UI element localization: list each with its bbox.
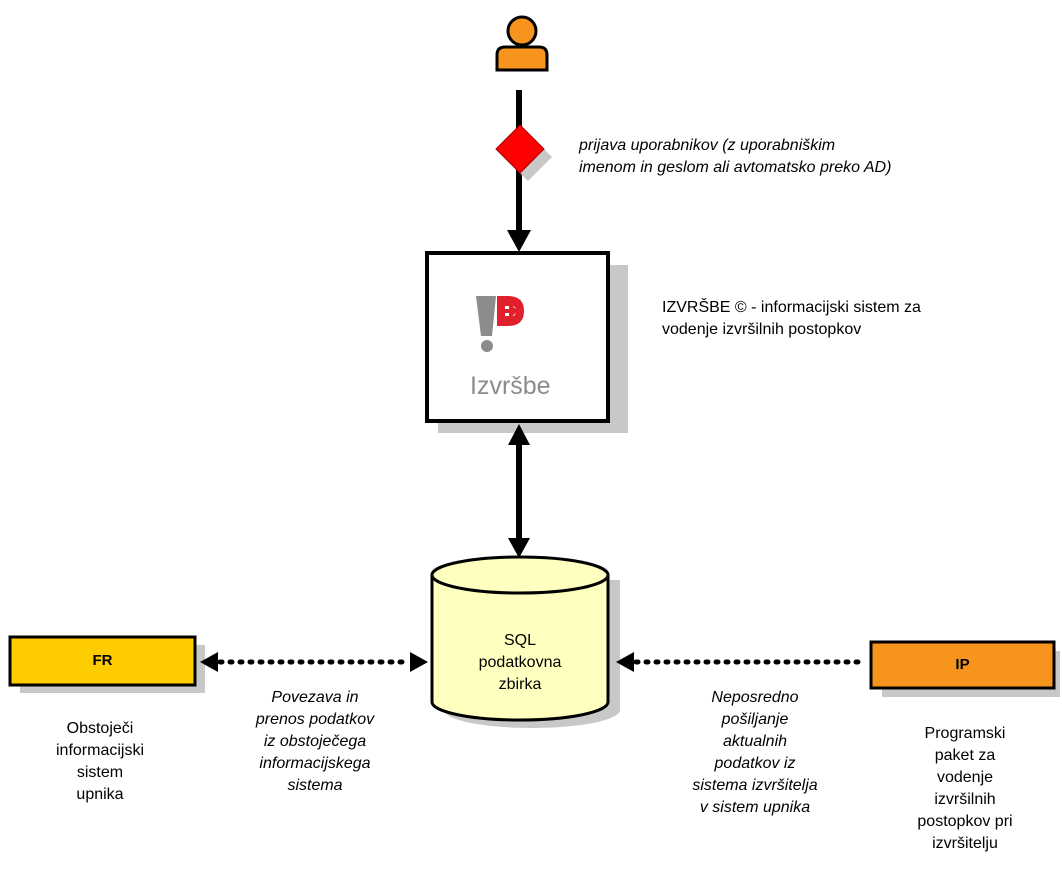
ip-link-line: pošiljanje xyxy=(721,711,789,728)
arrow-right-to-db-icon xyxy=(410,652,428,672)
fr-link-line: prenos podatkov xyxy=(255,711,375,728)
login-note: prijava uporabnikov (z uporabniškim imen… xyxy=(579,135,999,179)
database-label-line: SQL xyxy=(503,632,536,649)
fr-box xyxy=(8,635,197,687)
fr-label: FR xyxy=(92,652,113,669)
database-label-line: zbirka xyxy=(498,676,542,693)
fr-description-line: Obstoječi xyxy=(66,720,134,737)
ip-description-line: izvršitelju xyxy=(932,835,998,852)
ip-link-description: Neposredno pošiljanje aktualnih podatkov… xyxy=(660,687,850,819)
app-description: IZVRŠBE © - informacijski sistem za vode… xyxy=(662,297,1022,341)
fr-description-line: upnika xyxy=(76,786,124,803)
fr-link-line: sistema xyxy=(287,777,343,794)
diamond-decision-icon xyxy=(495,124,552,181)
ip-label: IP xyxy=(955,656,970,673)
arrow-up-to-app-icon xyxy=(508,424,530,445)
ip-link-line: v sistem upnika xyxy=(699,799,811,816)
user-icon xyxy=(495,15,549,72)
fr-link-line: iz obstoječega xyxy=(263,733,367,750)
database-cylinder-icon xyxy=(430,555,620,728)
arrow-left-to-db-icon xyxy=(616,652,634,672)
login-note-line: imenom in geslom ali avtomatsko preko AD… xyxy=(579,159,892,176)
ip-link-line: podatkov iz xyxy=(714,755,796,772)
ip-link-line: Neposredno xyxy=(711,689,799,706)
arrow-left-to-fr-icon xyxy=(200,652,218,672)
ip-description-line: vodenje xyxy=(936,769,994,786)
arrow-down-to-db-icon xyxy=(508,538,530,558)
fr-link-line: informacijskega xyxy=(259,755,371,772)
fr-link-line: Povezava in xyxy=(271,689,359,706)
arrow-down-to-app-icon xyxy=(507,230,531,252)
fr-description-line: informacijski xyxy=(55,742,144,759)
app-description-line: IZVRŠBE © - informacijski sistem za xyxy=(662,299,921,316)
app-box xyxy=(425,251,610,423)
fr-description-line: sistem xyxy=(76,764,124,781)
app-description-line: vodenje izvršilnih postopkov xyxy=(662,321,862,338)
database-label: SQL podatkovna zbirka xyxy=(460,630,580,696)
ip-description-line: izvršilnih xyxy=(934,791,996,808)
fr-description: Obstoječi informacijski sistem upnika xyxy=(30,718,170,806)
ip-description-line: postopkov pri xyxy=(917,813,1013,830)
ip-description: Programski paket za vodenje izvršilnih p… xyxy=(890,723,1040,855)
izvrsbe-logo-icon xyxy=(476,296,524,352)
app-logo-text: Izvršbe xyxy=(470,372,551,400)
ip-link-line: aktualnih xyxy=(722,733,788,750)
login-note-line: prijava uporabnikov (z uporabniškim xyxy=(579,137,836,154)
ip-description-line: Programski xyxy=(924,725,1006,742)
ip-link-line: sistema izvršitelja xyxy=(692,777,818,794)
ip-description-line: paket za xyxy=(934,747,996,764)
ip-box xyxy=(869,640,1056,690)
fr-link-description: Povezava in prenos podatkov iz obstoječe… xyxy=(230,687,400,797)
database-label-line: podatkovna xyxy=(478,654,562,671)
